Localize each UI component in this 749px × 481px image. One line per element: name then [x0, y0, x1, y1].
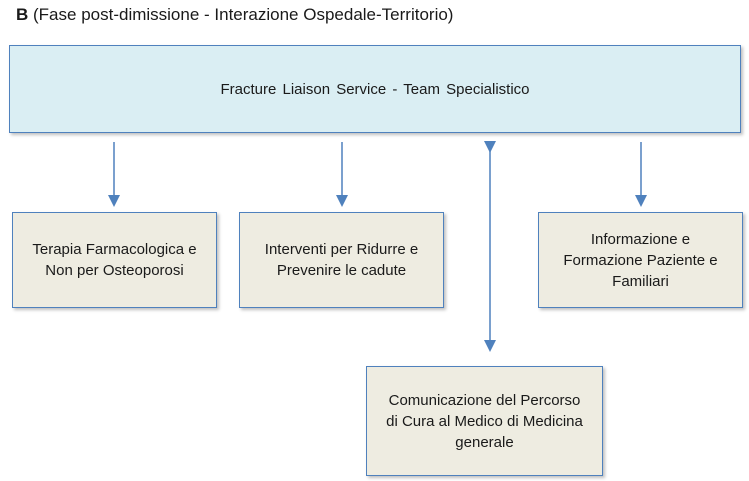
fracture-liaison-service-box: Fracture Liaison Service - Team Speciali… — [9, 45, 741, 133]
patient-education-box: Informazione e Formazione Paziente e Fam… — [538, 212, 743, 308]
gp-communication-text: Comunicazione del Percorso di Cura al Me… — [386, 391, 583, 451]
figure-label: B — [16, 5, 29, 24]
gp-communication-box: Comunicazione del Percorso di Cura al Me… — [366, 366, 603, 476]
pharmacological-therapy-box: Terapia Farmacologica e Non per Osteopor… — [12, 212, 217, 308]
fall-prevention-box: Interventi per Ridurre e Prevenire le ca… — [239, 212, 444, 308]
figure-title-text: (Fase post-dimissione - Interazione Ospe… — [33, 5, 454, 24]
pharmacological-therapy-text: Terapia Farmacologica e Non per Osteopor… — [32, 241, 197, 279]
fall-prevention-text: Interventi per Ridurre e Prevenire le ca… — [264, 241, 419, 279]
fracture-liaison-service-text: Fracture Liaison Service - Team Speciali… — [220, 80, 530, 98]
figure-title: B (Fase post-dimissione - Interazione Os… — [16, 4, 453, 26]
patient-education-text: Informazione e Formazione Paziente e Fam… — [563, 230, 718, 290]
